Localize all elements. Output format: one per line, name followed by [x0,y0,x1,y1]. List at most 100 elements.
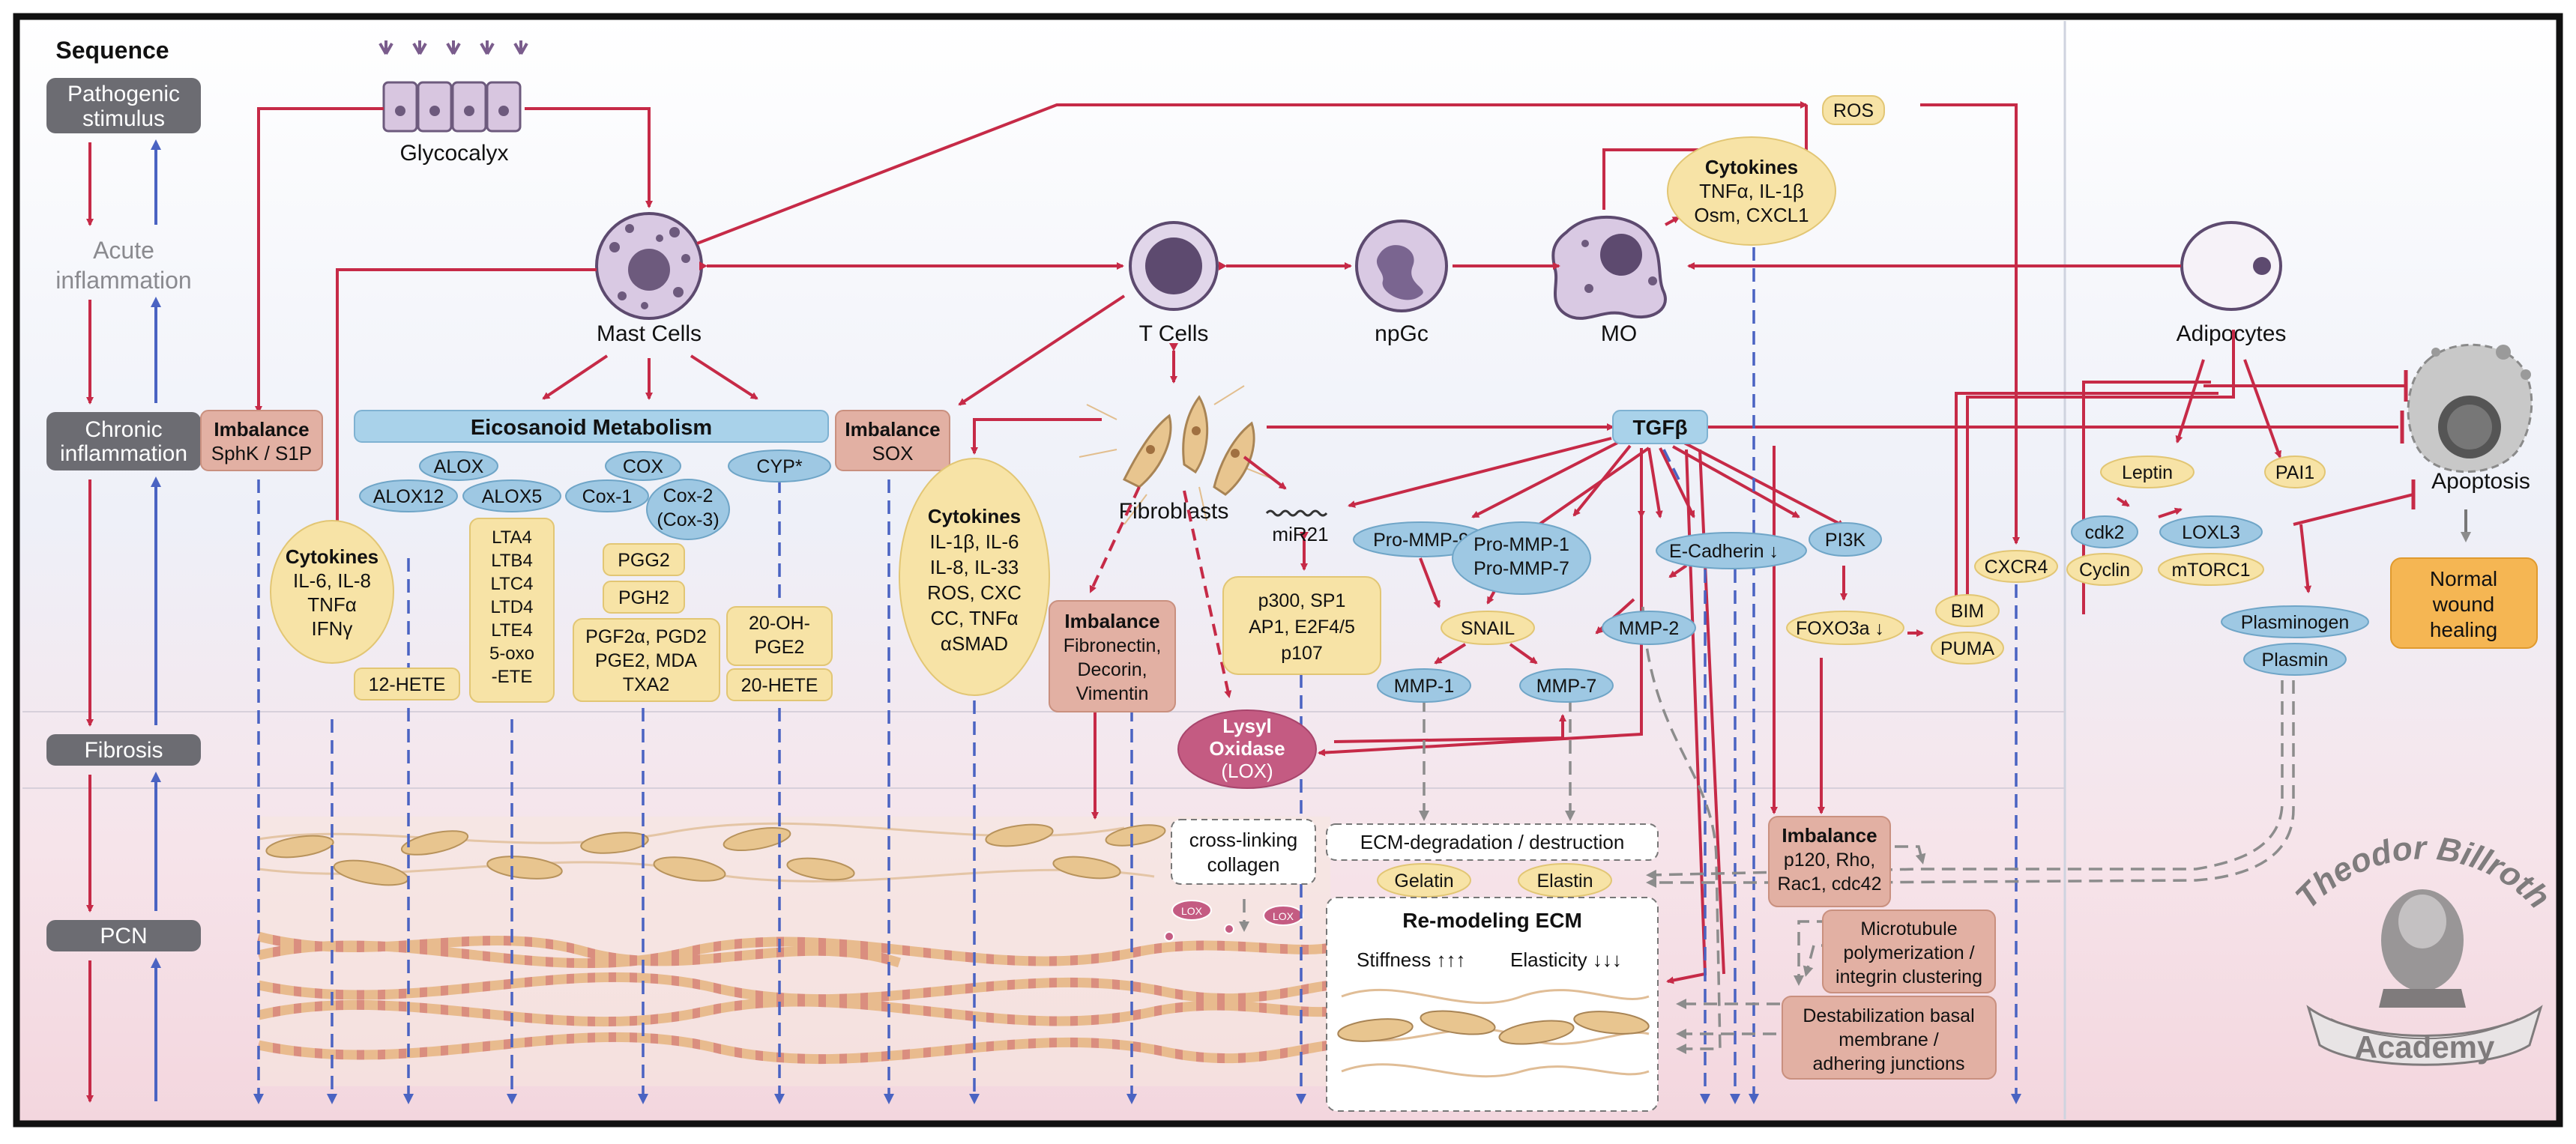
apoptosis-label: Apoptosis [2431,469,2530,494]
svg-text:PUMA: PUMA [1940,638,1995,659]
cyclin-node: Cyclin [2066,553,2143,586]
svg-text:Plasmin: Plasmin [2262,650,2329,671]
svg-text:Chronic: Chronic [85,417,162,442]
lox-particle-label: LOX [1273,910,1294,922]
svg-text:TGFβ: TGFβ [1632,416,1687,439]
imbalance-sphk-box: Imbalance SphK / S1P [200,410,323,471]
svg-text:Rac1, cdc42: Rac1, cdc42 [1778,874,1882,895]
mir21-node: miR21 [1265,509,1329,545]
svg-text:LTE4: LTE4 [491,620,533,641]
svg-text:Microtubule: Microtubule [1860,918,1957,939]
lox-particle-label: LOX [1181,905,1203,917]
svg-text:cross-linking: cross-linking [1189,829,1298,851]
svg-text:Cytokines: Cytokines [286,545,378,568]
sequence-title: Sequence [55,37,169,64]
svg-text:SOX: SOX [872,442,914,464]
stiffness-label: Stiffness ↑↑↑ [1357,948,1465,971]
svg-text:LTD4: LTD4 [491,597,534,617]
svg-text:Lysyl: Lysyl [1222,715,1272,737]
t-cells-label: T Cells [1139,321,1209,346]
sequence-arrows [86,139,161,1103]
cox1-node: Cox-1 [565,479,649,512]
svg-text:collagen: collagen [1207,853,1280,876]
svg-text:Imbalance: Imbalance [845,418,940,441]
svg-text:CXCR4: CXCR4 [1985,557,2048,578]
logo-bottom-text: Academy [2355,1029,2495,1065]
puma-node: PUMA [1931,632,2004,665]
svg-text:Fibrosis: Fibrosis [84,738,163,763]
svg-text:Eicosanoid Metabolism: Eicosanoid Metabolism [471,416,712,440]
svg-text:Imbalance: Imbalance [214,418,309,441]
leptin-node: Leptin [2100,456,2195,488]
svg-text:p300, SP1: p300, SP1 [1258,590,1346,611]
bim-node: BIM [1935,594,2000,627]
svg-text:PGG2: PGG2 [618,550,669,571]
svg-text:20-OH-: 20-OH- [749,613,810,634]
svg-text:LTC4: LTC4 [491,574,534,594]
metabolite-nodes: ROS 12-HETE LTA4 LTB4 LTC4 LTD4 LTE4 5-o… [354,95,2326,898]
stage-fibrosis: Fibrosis [46,734,201,766]
mmp7-node: MMP-7 [1519,668,1614,703]
svg-text:PGF2α, PGD2: PGF2α, PGD2 [585,626,707,647]
npgc-label: npGc [1375,321,1429,346]
plasminogen-node: Plasminogen [2221,605,2369,638]
adipocyte-icon: Adipocytes [2177,221,2287,346]
pi3k-node: PI3K [1809,522,1882,557]
svg-text:ROS, CXC: ROS, CXC [927,581,1022,604]
svg-text:Osm, CXCL1: Osm, CXCL1 [1694,204,1809,226]
crosslinking-collagen-box: cross-linking collagen [1171,819,1316,885]
svg-text:CYP*: CYP* [756,456,802,477]
svg-text:IFNγ: IFNγ [312,617,353,640]
svg-text:ECM-degradation / destruction: ECM-degradation / destruction [1360,831,1625,853]
svg-text:Elastin: Elastin [1536,871,1593,892]
stage-pcn: PCN [46,920,201,951]
svg-text:ALOX: ALOX [434,456,484,477]
lox-particles [1164,900,1303,942]
tgfb-node: TGFβ [1612,410,1708,444]
mtorc1-node: mTORC1 [2158,553,2264,586]
elasticity-label: Elasticity ↓↓↓ [1510,948,1622,971]
imbalance-sox-box: Imbalance SOX [835,410,950,471]
svg-text:Pro-MMP-1: Pro-MMP-1 [1473,534,1569,555]
svg-text:TNFα, IL-1β: TNFα, IL-1β [1699,180,1804,202]
stage-chronic: Chronic inflammation [46,412,201,470]
cdk2-node: cdk2 [2071,515,2138,548]
svg-text:TNFα: TNFα [307,593,357,616]
svg-text:adhering junctions: adhering junctions [1813,1053,1965,1074]
svg-text:ALOX5: ALOX5 [482,486,543,507]
fibroblasts-icon: Fibroblasts [1079,385,1275,525]
cox-node: COX [605,451,681,481]
gelatin-node: Gelatin [1377,863,1471,898]
normal-wound-healing-box: Normal wound healing [2390,509,2538,649]
svg-text:5-oxo: 5-oxo [489,644,534,664]
svg-text:LTA4: LTA4 [492,527,532,548]
stage-pathogenic: Pathogenic stimulus [46,78,201,133]
svg-text:SphK / S1P: SphK / S1P [211,442,312,464]
pgh2-node: PGH2 [603,581,685,614]
svg-text:MMP-7: MMP-7 [1536,676,1597,697]
svg-text:FOXO3a ↓: FOXO3a ↓ [1796,618,1884,639]
glycocalyx-label: Glycocalyx [399,141,508,166]
svg-text:AP1, E2F4/5: AP1, E2F4/5 [1249,617,1355,638]
cxcr4-node: CXCR4 [1974,550,2058,583]
svg-text:Gelatin: Gelatin [1394,871,1453,892]
lysyl-oxidase-node: Lysyl Oxidase (LOX) [1177,709,1317,789]
enzyme-nodes: ALOX ALOX12 ALOX5 COX Cox-1 Cox-2 (Cox-3… [359,450,2369,703]
svg-text:Destabilization basal: Destabilization basal [1803,1005,1974,1026]
svg-text:PI3K: PI3K [1825,530,1866,551]
microtubule-box: Microtubule polymerization / integrin cl… [1822,910,1996,993]
svg-text:healing: healing [2430,618,2497,641]
apoptotic-cell-icon: Apoptosis [2407,343,2533,494]
svg-text:wound: wound [2432,593,2495,616]
eicosanoid-metabolism-bar: Eicosanoid Metabolism [354,410,829,443]
e-cadherin-node: E-Cadherin ↓ [1656,532,1807,569]
svg-text:LOXL3: LOXL3 [2182,522,2240,543]
plasmin-node: Plasmin [2243,643,2347,676]
destabilization-box: Destabilization basal membrane / adherin… [1782,996,1997,1080]
adipocytes-label: Adipocytes [2177,321,2287,346]
fibroblast-cells [265,823,1166,886]
svg-text:CC, TNFα: CC, TNFα [930,607,1018,629]
svg-text:Normal: Normal [2430,567,2497,590]
svg-text:IL-1β, IL-6: IL-1β, IL-6 [929,530,1019,553]
cytokines-mo-node: Cytokines TNFα, IL-1β Osm, CXCL1 [1667,136,1836,246]
